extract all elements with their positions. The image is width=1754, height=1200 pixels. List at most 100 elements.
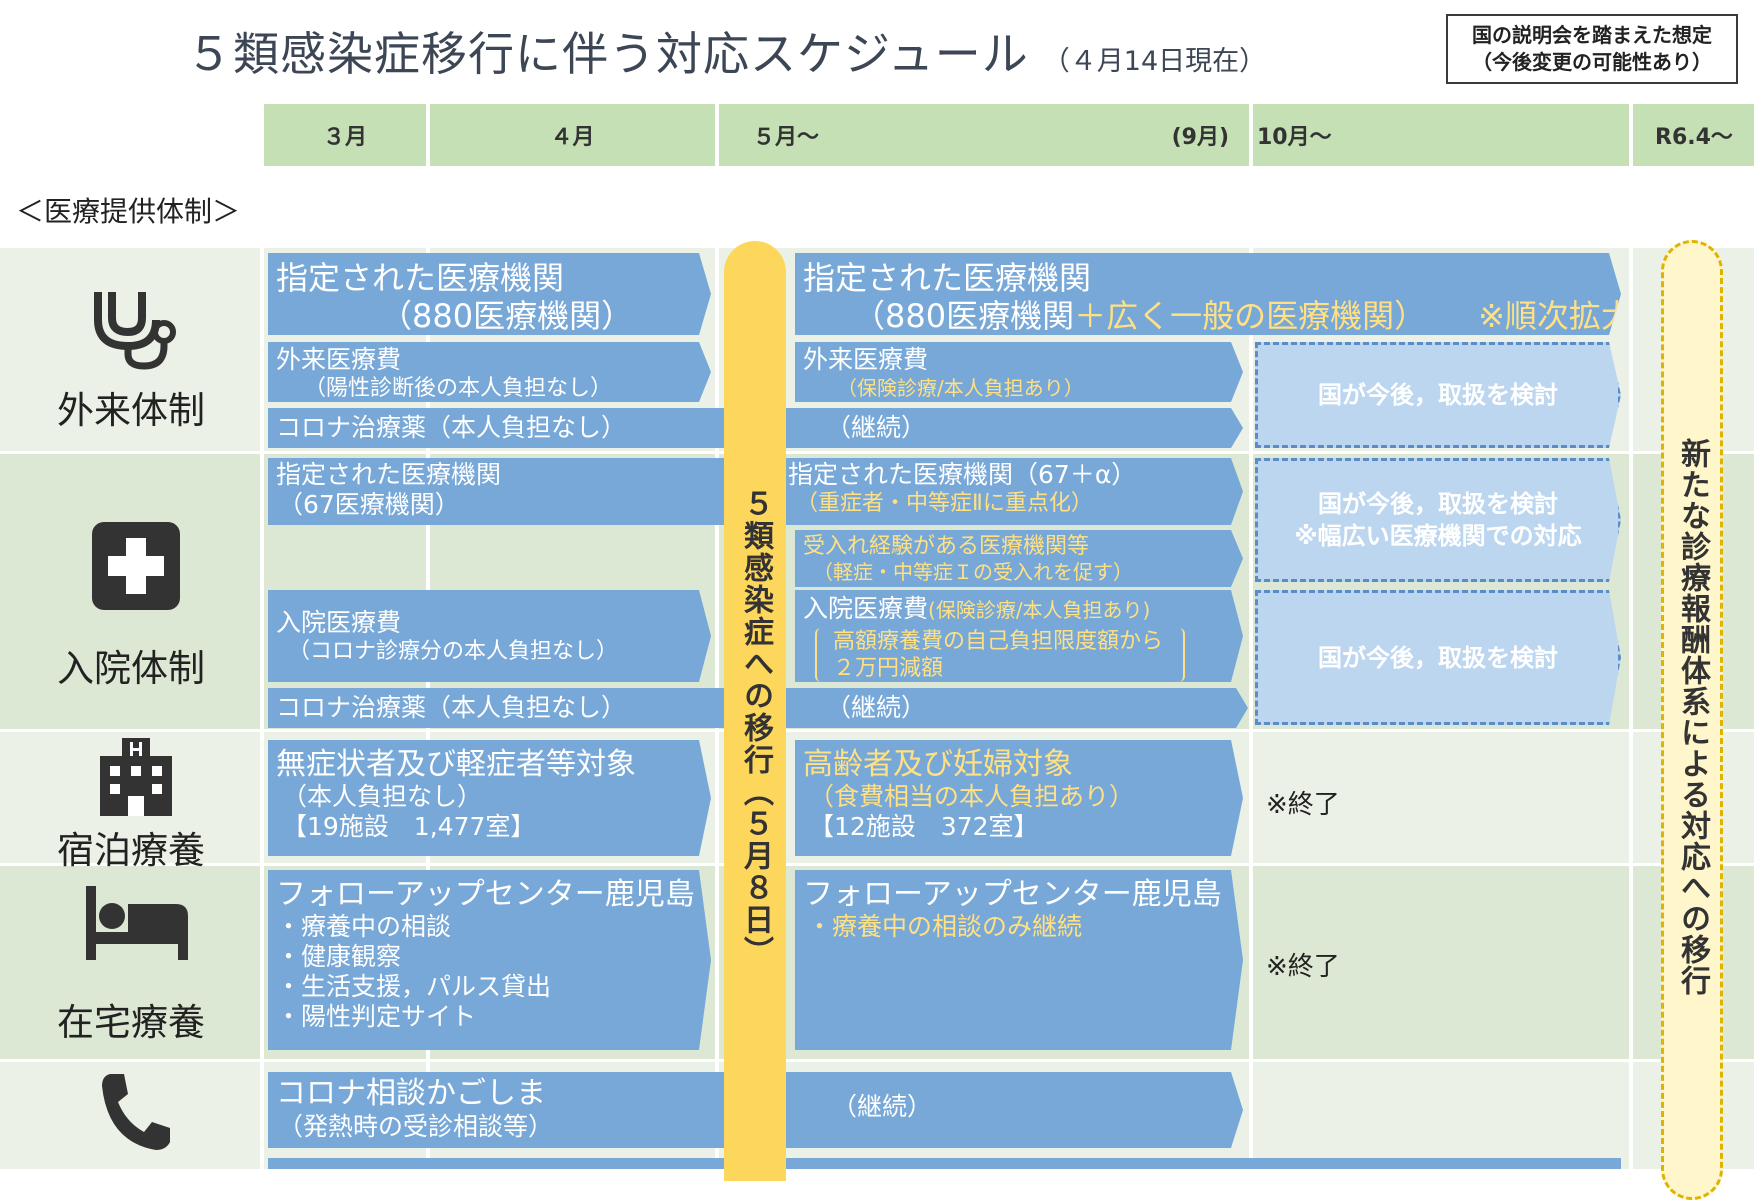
inpatient-post-facility-line-1: 指定された医療機関（67＋α）	[788, 460, 1137, 489]
new-fee-system-text: 新たな診療報酬体系による対応への移行	[1675, 438, 1710, 996]
outpatient-pre-facility-arrow: 指定された医療機関 （880医療機関）	[268, 253, 711, 335]
lodging-pre-line-2: （本人負担なし）	[282, 782, 483, 811]
outpatient-post-drug-arrow: （継続）	[786, 408, 1243, 448]
home-pre-line-3: ・健康観察	[276, 942, 402, 971]
inpatient-pre-cost-line-1: 入院医療費	[276, 608, 402, 637]
home-pre-line-1: フォローアップセンター鹿児島	[276, 877, 695, 912]
column-header-apr: ４月	[430, 104, 715, 166]
inpatient-post-experience-line-2: （軽症・中等症Ｉの受入れを促す）	[813, 560, 1133, 584]
inpatient-pre-drug-text: コロナ治療薬（本人負担なし）	[276, 693, 627, 722]
transition-pillar-text: ５類感染症への移行（５月８日）	[738, 488, 773, 968]
column-header-may-sep: ５月～ (9月)	[719, 104, 1249, 166]
inpatient-future-1-line-1: 国が今後，取扱を検討	[1318, 490, 1558, 518]
inpatient-post-drug-text: （継続）	[826, 693, 927, 722]
inpatient-post-cost-arrow: 入院医療費(保険診療/本人負担あり) 高額療養費の自己負担限度額から ２万円減額	[795, 590, 1243, 682]
outpatient-future-box: 国が今後，取扱を検討	[1255, 342, 1621, 448]
row-label-lodging: 宿泊療養	[57, 829, 205, 872]
outpatient-post-cost-line-2: （保険診療/本人負担あり）	[837, 376, 1084, 400]
outpatient-post-cost-arrow: 外来医療費 （保険診療/本人負担あり）	[795, 342, 1243, 402]
assumption-line-1: 国の説明会を踏まえた想定	[1472, 23, 1712, 47]
consult-post-text: （継続）	[832, 1092, 933, 1121]
outpatient-pre-cost-line-1: 外来医療費	[276, 345, 402, 374]
inpatient-post-cost-line-2: 高額療養費の自己負担限度額から	[833, 629, 1164, 654]
column-label: ４月	[550, 125, 595, 150]
inpatient-post-cost-bracket: 高額療養費の自己負担限度額から ２万円減額	[815, 628, 1185, 682]
lodging-end-text: ※終了	[1266, 790, 1340, 820]
outpatient-pre-cost-arrow: 外来医療費 （陽性診断後の本人負担なし）	[268, 342, 711, 402]
lodging-pre-arrow: 無症状者及び軽症者等対象 （本人負担なし） 【19施設 1,477室】	[268, 740, 711, 856]
lodging-post-arrow: 高齢者及び妊婦対象 （食費相当の本人負担あり） 【12施設 372室】	[795, 740, 1243, 856]
inpatient-post-cost-note: (保険診療/本人負担あり)	[928, 598, 1151, 622]
home-pre-line-4: ・生活支援，パルス貸出	[276, 972, 552, 1001]
row-label-home: 在宅療養	[57, 1001, 205, 1044]
inpatient-pre-cost-arrow: 入院医療費 （コロナ診療分の本人負担なし）	[268, 590, 711, 682]
row-divider	[0, 451, 1754, 454]
transition-pillar	[724, 241, 786, 1181]
lodging-post-line-2: （食費相当の本人負担あり）	[809, 782, 1135, 811]
row-label-outpatient: 外来体制	[57, 389, 205, 432]
inpatient-post-facility-arrow: 指定された医療機関（67＋α） （重症者・中等症Ⅱに重点化）	[786, 458, 1243, 525]
inpatient-post-drug-arrow: （継続）	[786, 688, 1248, 728]
outpatient-post-facility-line-2b: ＋広く一般の医療機関）	[1074, 297, 1427, 335]
column-divider	[260, 248, 264, 1169]
title-text: ５類感染症移行に伴う対応スケジュール	[186, 27, 1029, 81]
outpatient-pre-drug-bar: コロナ治療薬（本人負担なし）	[268, 408, 724, 448]
inpatient-pre-cost-line-2: （コロナ診療分の本人負担なし）	[288, 639, 619, 664]
outpatient-future-text: 国が今後，取扱を検討	[1318, 381, 1558, 409]
consult-pre-line-1: コロナ相談かごしま	[276, 1076, 546, 1111]
lodging-post-line-1: 高齢者及び妊婦対象	[803, 747, 1073, 782]
column-label: ５月～	[753, 125, 820, 150]
inpatient-future-box-2: 国が今後，取扱を検討	[1255, 590, 1621, 725]
inpatient-future-2-text: 国が今後，取扱を検討	[1318, 643, 1558, 672]
row-label-inpatient: 入院体制	[57, 647, 205, 690]
outpatient-post-facility-arrow: 指定された医療機関 （880医療機関＋広く一般の医療機関）※順次拡大	[795, 253, 1621, 335]
inpatient-future-box-1: 国が今後，取扱を検討 ※幅広い医療機関での対応	[1255, 458, 1621, 582]
home-end-text: ※終了	[1266, 952, 1340, 982]
inpatient-future-1-line-2: ※幅広い医療機関での対応	[1294, 522, 1582, 550]
page-title: ５類感染症移行に伴う対応スケジュール （４月14日現在）	[186, 18, 1266, 84]
inpatient-pre-facility-bar: 指定された医療機関 （67医療機関）	[268, 458, 724, 525]
column-label: ３月	[322, 125, 367, 150]
section-label: ＜医療提供体制＞	[16, 195, 241, 228]
new-fee-system-pill	[1661, 240, 1723, 1200]
column-label: 10月～	[1257, 125, 1332, 150]
outpatient-pre-facility-line-1: 指定された医療機関	[276, 259, 565, 297]
outpatient-post-facility-line-2a: （880医療機関	[853, 297, 1075, 335]
inpatient-post-experience-line-1: 受入れ経験がある医療機関等	[803, 534, 1090, 559]
row-divider	[0, 1059, 1754, 1062]
phone-icon	[102, 1074, 170, 1150]
bed-icon	[86, 886, 188, 960]
assumption-note: 国の説明会を踏まえた想定 （今後変更の可能性あり）	[1446, 14, 1738, 84]
lodging-pre-line-3: 【19施設 1,477室】	[282, 812, 536, 841]
medical-cross-icon	[92, 522, 180, 610]
outpatient-pre-cost-line-2: （陽性診断後の本人負担なし）	[304, 376, 613, 401]
outpatient-pre-drug-text: コロナ治療薬（本人負担なし）	[276, 413, 627, 442]
column-header-oct: 10月～	[1253, 104, 1629, 166]
column-header-mar: ３月	[264, 104, 426, 166]
outpatient-post-drug-text: （継続）	[826, 413, 927, 442]
column-label: R6.4～	[1655, 125, 1733, 150]
consult-post-arrow: （継続）	[786, 1072, 1243, 1148]
inpatient-post-facility-line-2: （重症者・中等症Ⅱに重点化）	[796, 491, 1093, 516]
inpatient-post-experience-arrow: 受入れ経験がある医療機関等 （軽症・中等症Ｉの受入れを促す）	[795, 530, 1243, 587]
row-divider	[0, 729, 1754, 732]
inpatient-pre-drug-bar: コロナ治療薬（本人負担なし）	[268, 688, 724, 728]
column-divider	[1249, 248, 1253, 1169]
next-row-bar	[268, 1158, 1621, 1169]
outpatient-pre-facility-line-2: （880医療機関）	[380, 297, 634, 335]
outpatient-post-cost-line-1: 外来医療費	[803, 345, 929, 374]
title-date: （４月14日現在）	[1042, 46, 1267, 77]
home-pre-arrow: フォローアップセンター鹿児島 ・療養中の相談 ・健康観察 ・生活支援，パルス貸出…	[268, 870, 711, 1050]
inpatient-pre-facility-line-2: （67医療機関）	[278, 490, 460, 519]
row-divider	[0, 863, 1754, 866]
assumption-line-2: （今後変更の可能性あり）	[1472, 50, 1712, 74]
home-post-arrow: フォローアップセンター鹿児島 ・療養中の相談のみ継続	[795, 870, 1243, 1050]
inpatient-pre-facility-line-1: 指定された医療機関	[276, 460, 502, 489]
home-pre-line-2: ・療養中の相談	[276, 912, 452, 941]
consult-pre-line-2: （発熱時の受診相談等）	[278, 1112, 554, 1141]
inpatient-post-cost-line-1: 入院医療費	[803, 594, 929, 623]
inpatient-post-cost-line-3: ２万円減額	[833, 656, 944, 681]
hotel-building-icon	[100, 738, 172, 816]
lodging-post-line-3: 【12施設 372室】	[809, 812, 1039, 841]
home-post-line-2: ・療養中の相談のみ継続	[807, 912, 1083, 941]
